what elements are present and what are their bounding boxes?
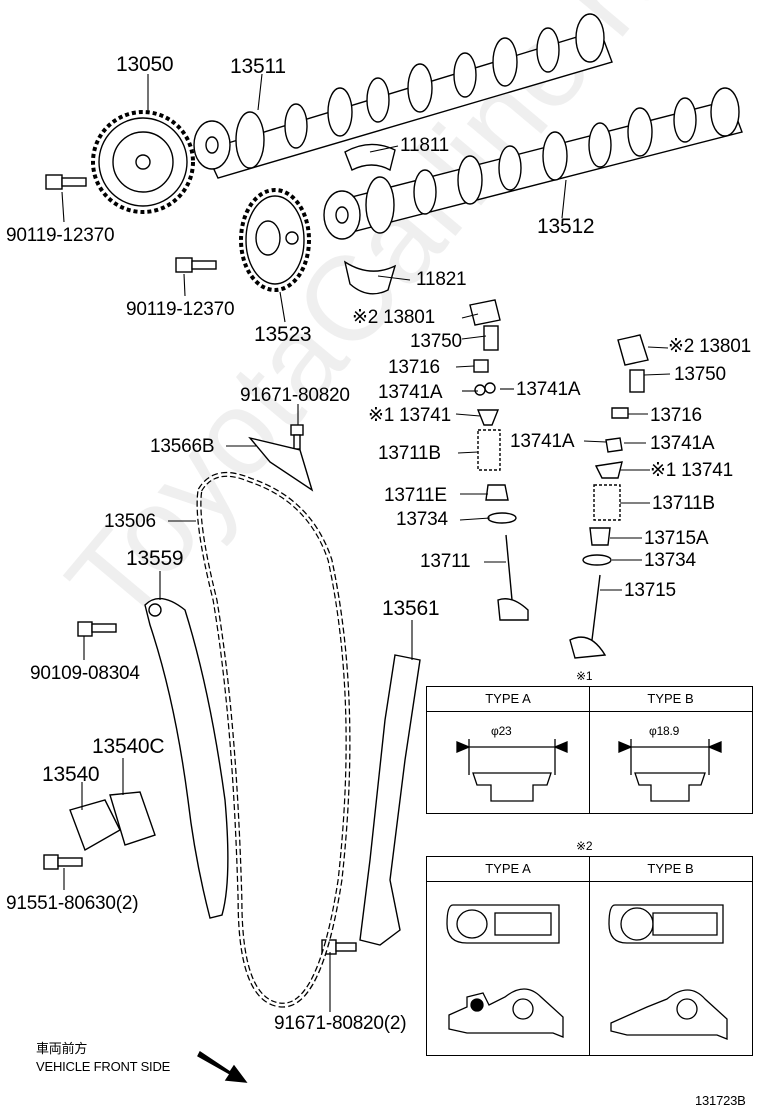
chain-guide-upper [248, 436, 314, 492]
label-13716-right: 13716 [650, 405, 702, 426]
label-13540C: 13540C [92, 735, 165, 758]
chain-damper [359, 654, 421, 946]
front-label-jp: 車両前方 [36, 1041, 88, 1056]
label-90109-08304: 90109-08304 [30, 663, 140, 684]
bolt-91551 [43, 854, 83, 870]
label-90119-12370-b: 90119-12370 [126, 299, 235, 320]
front-label-en: VEHICLE FRONT SIDE [36, 1059, 171, 1074]
exhaust-sprocket [239, 188, 311, 292]
label-13511: 13511 [230, 55, 286, 78]
label-13741A-right-2: 13741A [650, 433, 715, 454]
label-13540: 13540 [42, 763, 100, 786]
bolt-90119-b [175, 257, 217, 273]
label-13801-right: ※2 13801 [668, 336, 752, 357]
label-91551-80630: 91551-80630(2) [6, 893, 139, 914]
label-13801-left: ※2 13801 [352, 307, 436, 328]
table-type-1: TYPE A TYPE B φ23 φ18.9 [426, 686, 753, 814]
label-13523: 13523 [254, 323, 312, 346]
label-91671-80820-b: 91671-80820(2) [274, 1013, 407, 1034]
chain-slipper [144, 597, 229, 919]
label-13711B-left: 13711B [378, 443, 441, 464]
bolt-90119-a [45, 174, 87, 190]
label-13750-right: 13750 [674, 364, 726, 385]
label-13711: 13711 [420, 551, 471, 572]
label-13741-right: ※1 13741 [650, 460, 734, 481]
bearing-lower [343, 260, 397, 295]
valve-train-right [569, 334, 649, 659]
front-direction-arrow [197, 1050, 248, 1083]
label-13741A-left-2: 13741A [516, 379, 581, 400]
table1-type-a: TYPE A [427, 687, 589, 712]
bolt-91671-a [290, 424, 304, 450]
table2-type-a: TYPE A [427, 857, 589, 882]
table2-type-b: TYPE B [589, 857, 752, 882]
label-91671-80820-a: 91671-80820 [240, 385, 350, 406]
label-13050: 13050 [116, 53, 174, 76]
label-13715: 13715 [624, 580, 676, 601]
label-13741A-right-1: 13741A [510, 431, 575, 452]
label-11821: 11821 [416, 269, 467, 290]
tensioner-gasket [109, 791, 156, 846]
bolt-90109 [77, 621, 117, 637]
label-13711E: 13711E [384, 485, 447, 506]
tensioner [69, 799, 121, 852]
bearing-upper [344, 143, 396, 172]
label-13715A: 13715A [644, 528, 709, 549]
leader-lines [61, 73, 671, 1012]
label-13716-left: 13716 [388, 357, 440, 378]
label-13506: 13506 [104, 511, 156, 532]
label-13711B-right: 13711B [652, 493, 715, 514]
table1-dim-b: φ18.9 [649, 724, 680, 738]
intake-camshaft [193, 13, 613, 179]
label-13559: 13559 [126, 547, 184, 570]
label-13512: 13512 [537, 215, 595, 238]
vvt-gear [91, 110, 195, 214]
label-13566B: 13566B [150, 436, 215, 457]
table2-note: ※2 [576, 839, 593, 853]
label-13734-right: 13734 [644, 550, 696, 571]
label-11811: 11811 [400, 135, 450, 156]
label-13750-left: 13750 [410, 331, 462, 352]
rocker-arm-drawings [446, 904, 728, 1040]
label-13741A-left-1: 13741A [378, 382, 443, 403]
table1-type-b: TYPE B [589, 687, 752, 712]
label-13561: 13561 [382, 597, 440, 620]
drawing-id: 131723B [695, 1093, 746, 1108]
valve-train-left [469, 299, 529, 621]
label-13734-left: 13734 [396, 509, 448, 530]
spring-seat-drawings [456, 739, 722, 802]
exhaust-camshaft [323, 87, 743, 240]
label-90119-12370-a: 90119-12370 [6, 225, 115, 246]
table1-dim-a: φ23 [491, 724, 512, 738]
table-type-2: TYPE A TYPE B [426, 856, 753, 1056]
timing-chain [196, 471, 351, 1008]
label-13741-left: ※1 13741 [368, 405, 452, 426]
table1-note: ※1 [576, 669, 593, 683]
